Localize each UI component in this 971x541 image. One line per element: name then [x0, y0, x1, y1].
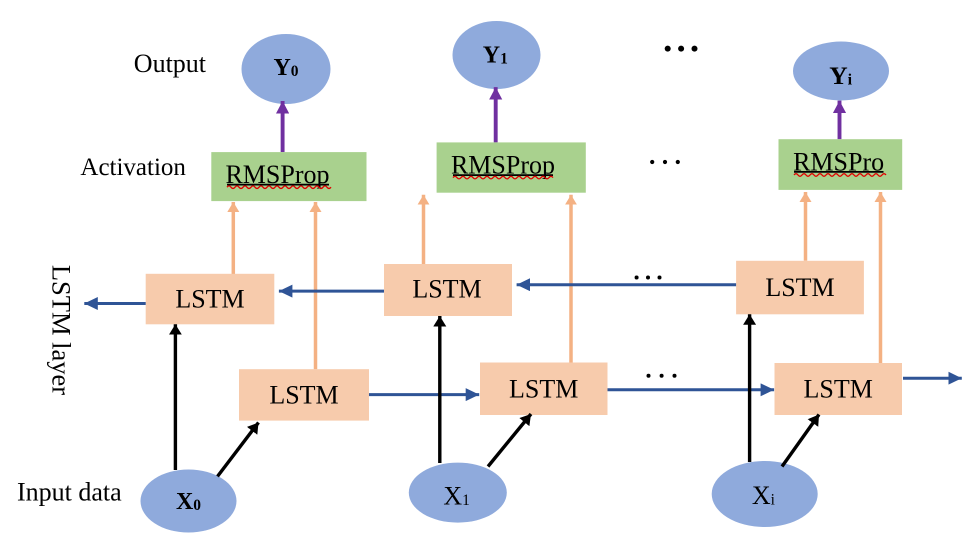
svg-text:LSTM: LSTM — [765, 273, 834, 302]
svg-text:LSTM: LSTM — [175, 284, 244, 313]
svg-text:LSTM: LSTM — [412, 275, 481, 304]
svg-text:LSTM: LSTM — [269, 381, 338, 410]
svg-text:LSTM layer: LSTM layer — [47, 265, 77, 395]
svg-text:Activation: Activation — [80, 154, 186, 181]
svg-text:Yi: Yi — [829, 61, 852, 90]
svg-text:Input data: Input data — [17, 478, 122, 507]
svg-text:LSTM: LSTM — [804, 375, 873, 404]
svg-text:Xi: Xi — [752, 481, 776, 510]
svg-text:LSTM: LSTM — [509, 374, 578, 403]
svg-text:Output: Output — [134, 49, 207, 78]
